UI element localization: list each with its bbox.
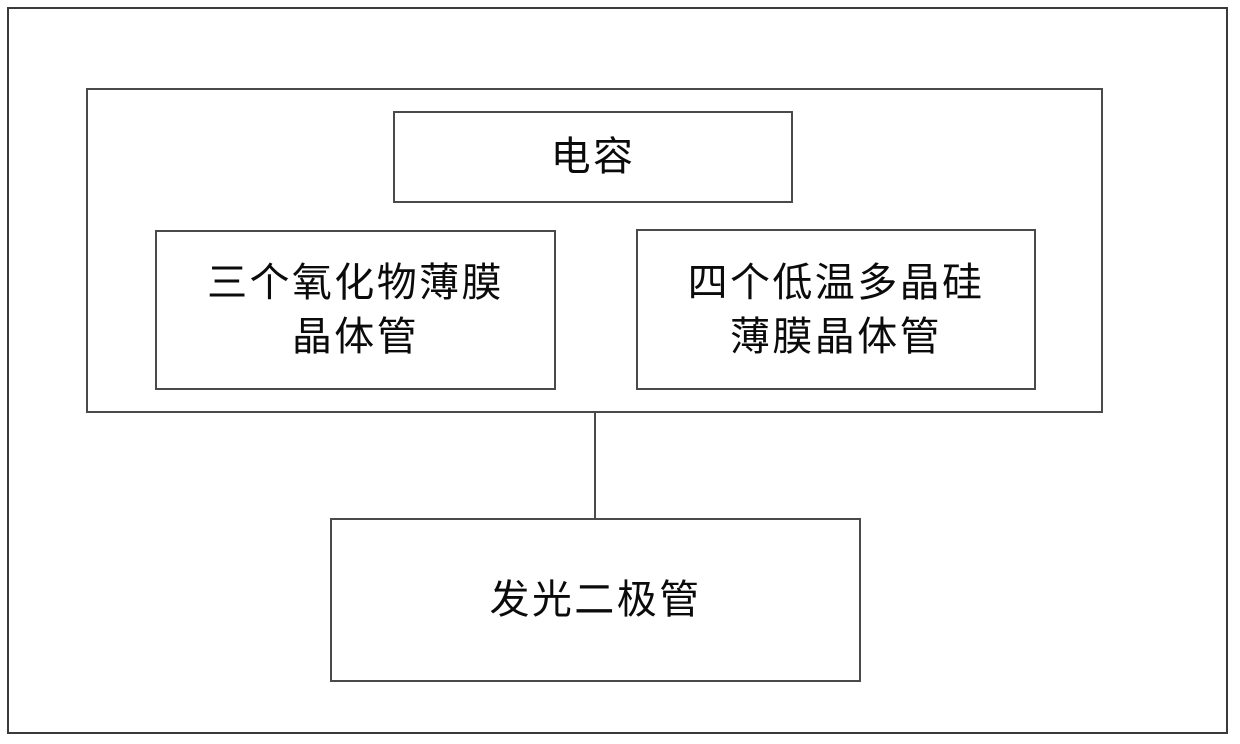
connector-group-to-led — [594, 411, 596, 520]
node-ltps-thin-film-transistors-label: 四个低温多晶硅 薄膜晶体管 — [687, 259, 985, 360]
node-light-emitting-diode-label: 发光二极管 — [489, 577, 702, 623]
node-oxide-thin-film-transistors: 三个氧化物薄膜 晶体管 — [155, 230, 556, 390]
node-ltps-thin-film-transistors: 四个低温多晶硅 薄膜晶体管 — [636, 229, 1036, 390]
node-capacitor-label: 电容 — [550, 134, 636, 180]
node-oxide-thin-film-transistors-label: 三个氧化物薄膜 晶体管 — [207, 260, 504, 360]
node-light-emitting-diode: 发光二极管 — [330, 518, 861, 682]
node-capacitor: 电容 — [393, 111, 793, 203]
